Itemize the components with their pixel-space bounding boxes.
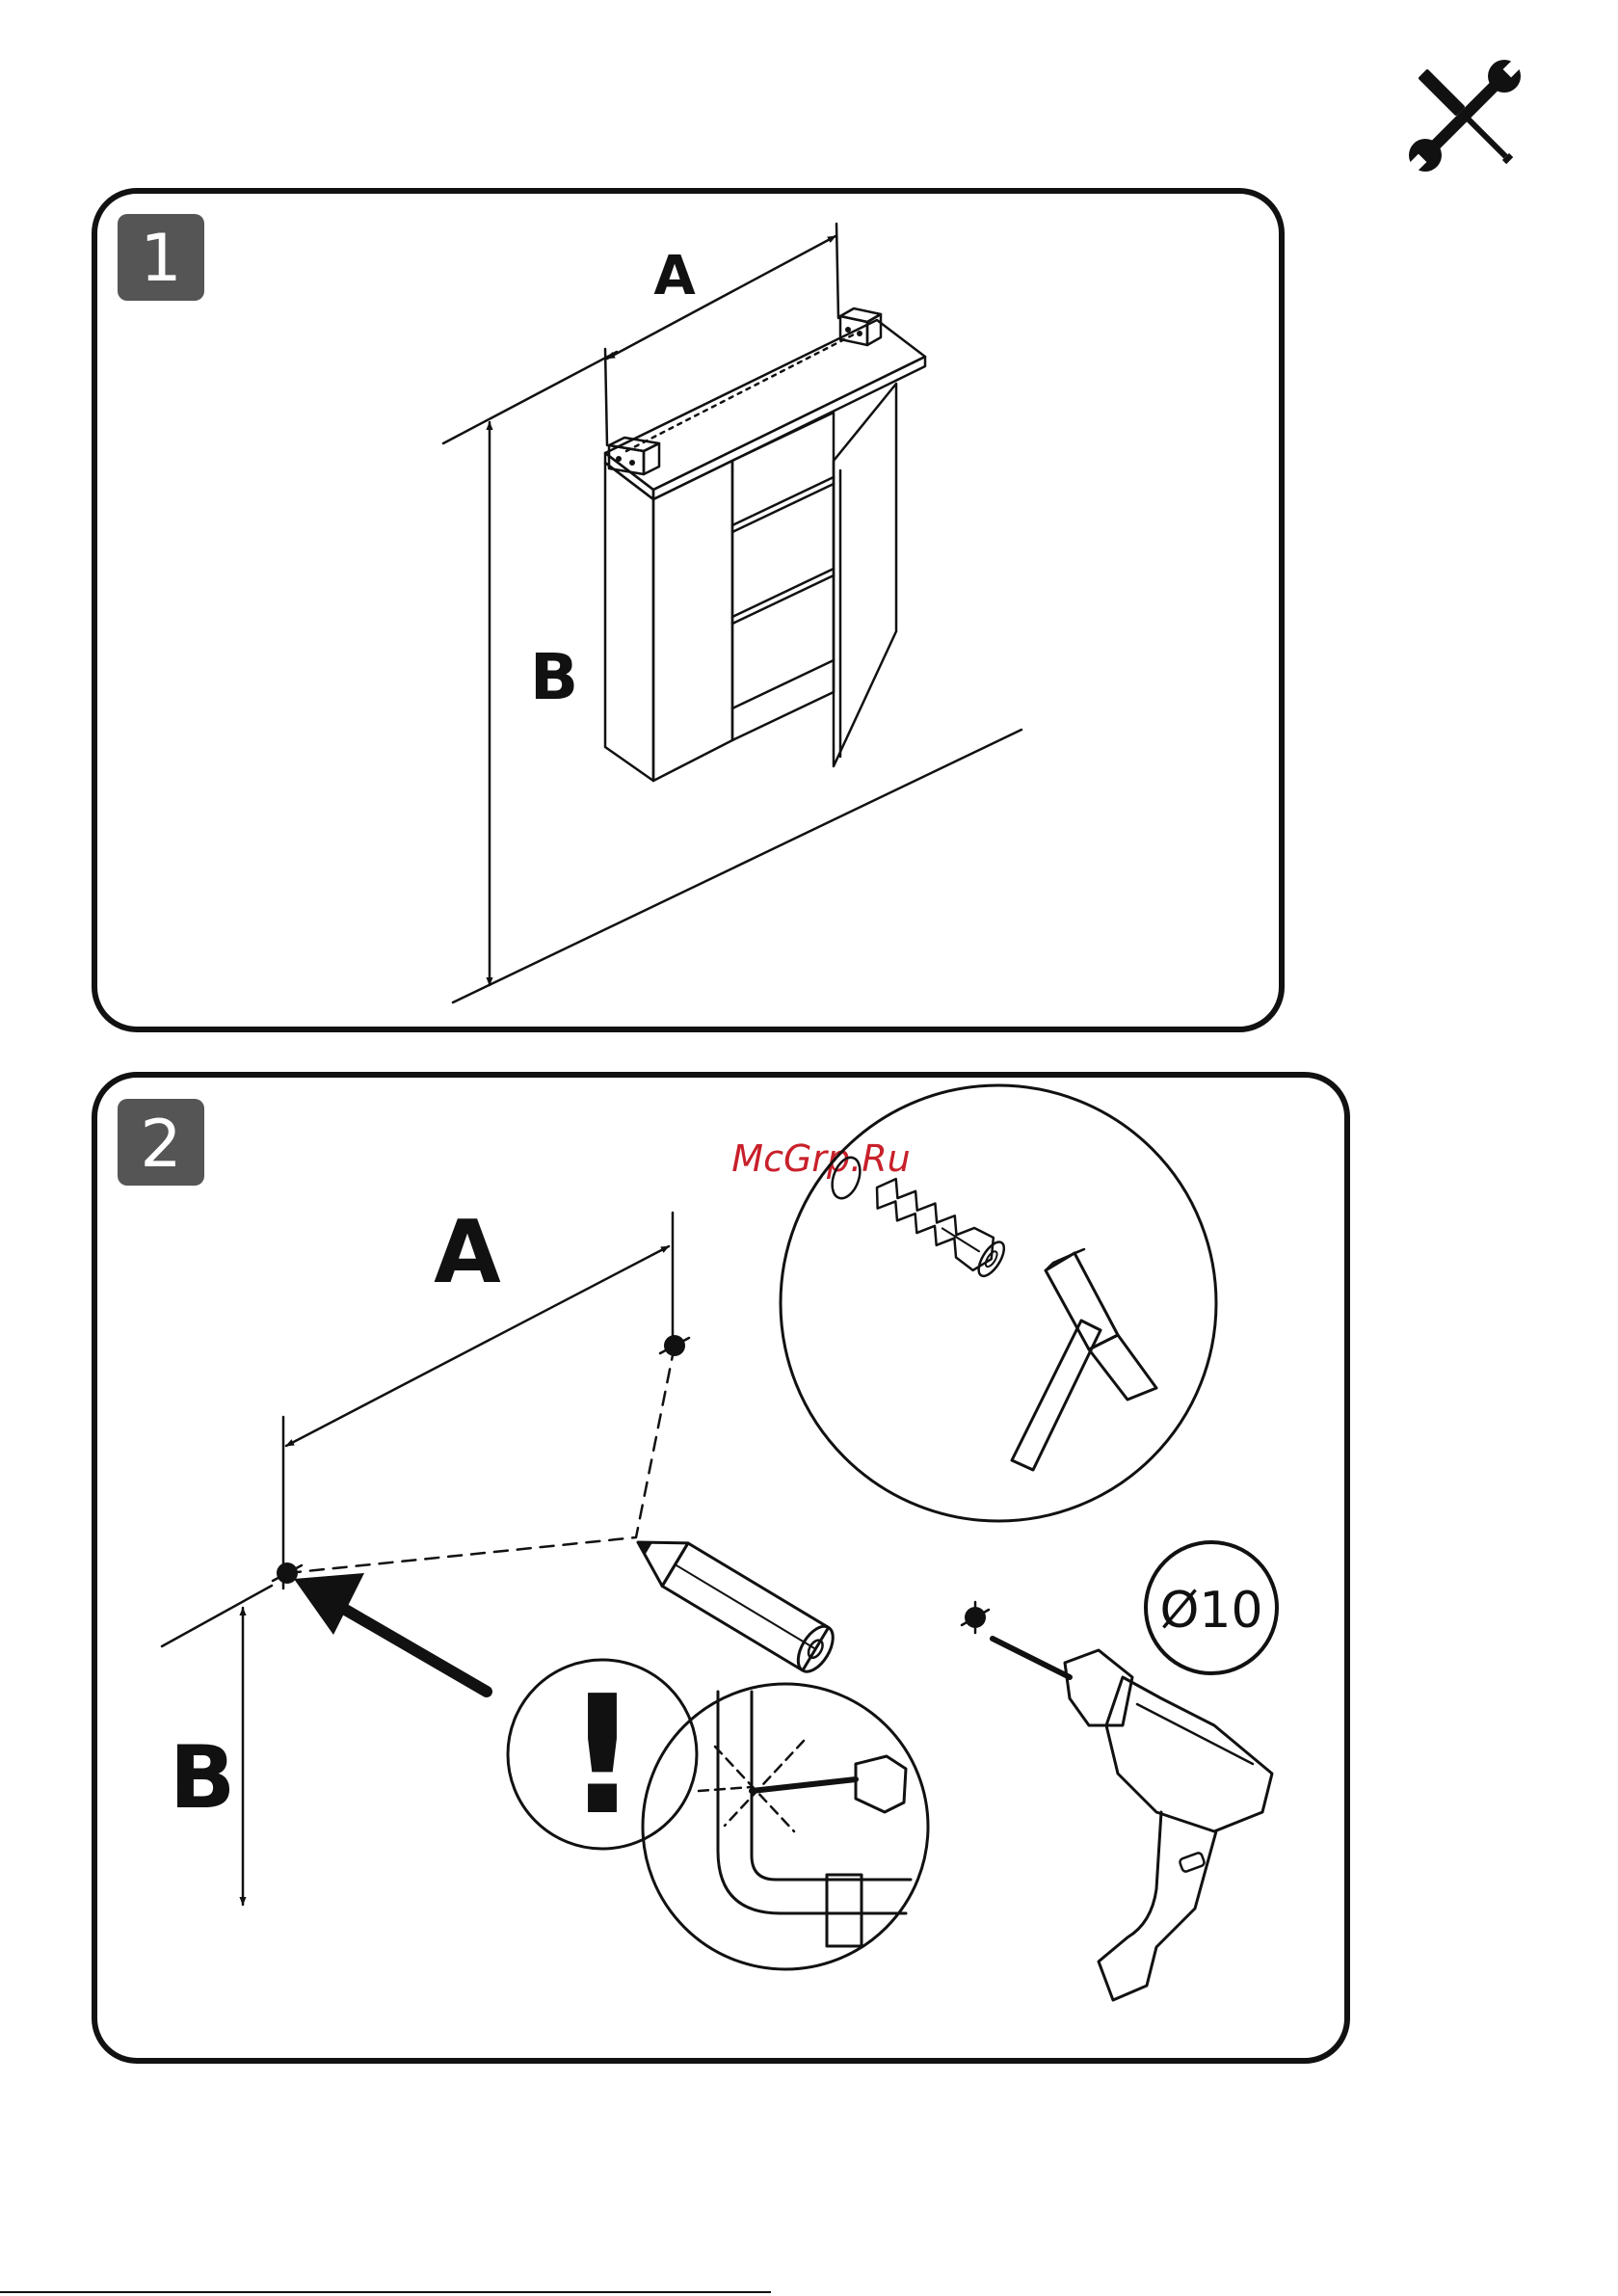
pencil-icon [625,1521,840,1678]
step-1-number: 1 [140,221,181,297]
hammer-icon [1012,1249,1156,1470]
screwdriver-wrench-icon [1398,49,1530,181]
drill-marks [273,1335,689,1584]
watermark: McGrp.Ru [731,1137,910,1180]
step-1-badge: 1 [118,214,204,301]
pipe-warning-detail [643,1684,928,1969]
step-2-label-b: B [170,1727,236,1829]
step-1-label-b: B [530,640,578,714]
step-1-panel: 1 A B [94,191,1282,1029]
bracket-left [609,438,659,474]
step-1-dimension-a: A [605,224,838,445]
wall-plug-icon [866,1171,1009,1280]
step-1-label-a: A [653,245,696,307]
drill-size-label: Ø10 [1159,1582,1262,1640]
step-2-panel: 2 McGrp.Ru A B [94,1075,1347,2061]
pointer-arrow [294,1573,487,1692]
step-2-number: 2 [140,1107,181,1183]
step-2-dimension-a: A [162,1202,673,1646]
cabinet-drawing [605,308,925,781]
drill-size-badge: Ø10 [1146,1542,1277,1673]
step-2-label-a: A [434,1202,501,1303]
step-2-dimension-b: B [170,1608,243,1905]
step-1-dimension-b: B [490,422,578,985]
step-2-badge: 2 [118,1099,204,1186]
warning-icon: ! [565,1661,640,1852]
drill-icon [962,1602,1272,2000]
warning-detail: ! [508,1660,697,1852]
